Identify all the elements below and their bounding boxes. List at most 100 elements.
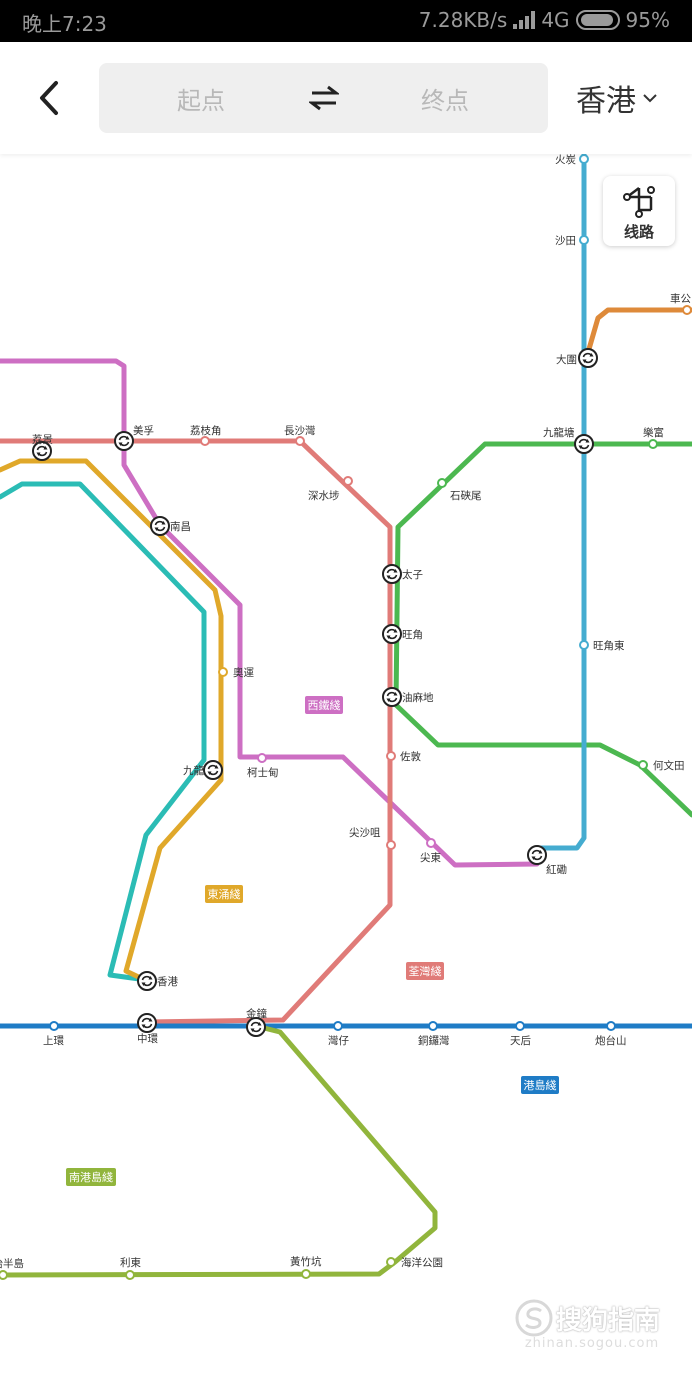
line-east-rail[interactable]	[534, 154, 587, 858]
station-sha-tin[interactable]	[579, 235, 589, 245]
station-kowloon[interactable]	[203, 760, 223, 780]
watermark-brand: 搜狗指南	[556, 1306, 661, 1336]
station-wong-chuk-hang[interactable]	[301, 1269, 311, 1279]
station-mong-kok-east[interactable]	[579, 640, 589, 650]
station-cheung-sha-wan[interactable]	[295, 436, 305, 446]
battery-level: 95%	[625, 8, 670, 32]
city-selector[interactable]: 香港	[576, 76, 658, 120]
label-nam-cheong: 南昌	[170, 520, 191, 533]
lines-button[interactable]: 线路	[603, 176, 675, 246]
status-right: 7.28KB/s 4G 95%	[419, 8, 670, 32]
line-label-tsuen-wan: 荃灣綫	[409, 964, 442, 978]
label-sha-tin: 沙田	[555, 235, 576, 247]
label-hung-hom: 紅磡	[546, 863, 567, 876]
line-label-tung-chung: 東涌綫	[208, 888, 241, 901]
label-central: 中環	[137, 1032, 158, 1045]
station-mong-kok[interactable]	[382, 624, 402, 644]
station-lei-tung[interactable]	[125, 1270, 135, 1280]
station-sham-shui-po[interactable]	[343, 476, 353, 486]
label-mei-foo: 美孚	[133, 424, 154, 437]
station-tai-wai[interactable]	[578, 348, 598, 368]
label-lok-fu: 樂富	[643, 426, 664, 439]
station-hung-hom[interactable]	[527, 845, 547, 865]
station-hong-kong[interactable]	[137, 971, 157, 991]
station-ho-man-tin[interactable]	[638, 760, 648, 770]
label-fortress-hill: 炮台山	[595, 1034, 627, 1047]
line-tung-chung[interactable]	[0, 458, 224, 984]
sogou-logo-icon	[515, 1299, 553, 1337]
label-lai-chi-kok: 荔枝角	[190, 424, 222, 437]
label-admiralty: 金鐘	[246, 1007, 267, 1020]
station-lok-fu[interactable]	[648, 439, 658, 449]
label-wan-chai: 灣仔	[328, 1035, 349, 1047]
label-tin-hau: 天后	[510, 1035, 531, 1047]
line-west-rail[interactable]	[0, 358, 540, 868]
station-tin-hau[interactable]	[515, 1021, 525, 1031]
label-yau-ma-tei: 油麻地	[402, 691, 434, 704]
battery-icon	[575, 10, 620, 30]
station-ocean-park[interactable]	[386, 1257, 396, 1267]
station-wan-chai[interactable]	[333, 1021, 343, 1031]
label-kowloon: 九龍	[183, 764, 204, 777]
network-speed: 7.28KB/s	[418, 8, 508, 32]
line-tsuen-wan[interactable]	[0, 438, 393, 1025]
label-che-kung: 車公	[670, 292, 691, 305]
line-airport-express[interactable]	[0, 481, 207, 983]
label-mong-kok-east: 旺角東	[593, 639, 625, 652]
line-kwun-tong[interactable]	[393, 441, 692, 818]
label-jordan: 佐敦	[400, 750, 421, 763]
label-sheung-wan: 上環	[43, 1035, 64, 1047]
station-mei-foo[interactable]	[114, 431, 134, 451]
label-mong-kok: 旺角	[402, 629, 423, 641]
line-label-island: 港島綫	[524, 1078, 557, 1092]
station-lai-chi-kok[interactable]	[200, 436, 210, 446]
label-sham-shui-po: 深水埗	[308, 489, 340, 502]
station-fortress-hill[interactable]	[606, 1021, 616, 1031]
watermark: 搜狗指南 zhinan.sogou.com	[512, 1298, 672, 1358]
station-causeway-bay[interactable]	[428, 1021, 438, 1031]
label-lei-tung: 利東	[120, 1256, 141, 1269]
line-label-south-island: 南港島綫	[69, 1170, 113, 1184]
label-tai-wai: 大圍	[556, 353, 577, 366]
label-east-tsim-sha-tsui: 尖東	[420, 851, 441, 864]
status-bar: 晚上7:23 7.28KB/s 4G 95%	[0, 0, 692, 42]
station-shek-kip-mei[interactable]	[437, 478, 447, 488]
station-che-kung-temple[interactable]	[682, 305, 692, 315]
route-search-box: 起点 终点	[99, 63, 548, 133]
station-prince-edward[interactable]	[382, 564, 402, 584]
line-label-west-rail: 西鐵綫	[308, 698, 341, 712]
header: 起点 终点 香港	[0, 42, 692, 154]
station-jordan[interactable]	[386, 751, 396, 761]
line-ma-on-shan[interactable]	[584, 307, 692, 359]
station-central[interactable]	[137, 1013, 157, 1033]
station-admiralty[interactable]	[246, 1017, 266, 1037]
label-ocean-park: 海洋公園	[401, 1256, 443, 1269]
lines-button-label: 线路	[623, 223, 654, 241]
station-sheung-wan[interactable]	[49, 1021, 59, 1031]
station-kowloon-tong[interactable]	[574, 434, 594, 454]
label-kowloon-tong: 九龍塘	[543, 426, 575, 439]
station-yau-ma-tei[interactable]	[382, 687, 402, 707]
station-olympic[interactable]	[218, 667, 228, 677]
network-type: 4G	[541, 8, 570, 32]
station-austin[interactable]	[257, 753, 267, 763]
station-south-horizons[interactable]	[0, 1270, 8, 1280]
station-nam-cheong[interactable]	[150, 516, 170, 536]
label-causeway-bay: 銅鑼灣	[418, 1034, 450, 1047]
label-prince-edward: 太子	[402, 568, 423, 581]
start-input[interactable]: 起点	[177, 87, 225, 115]
swap-icon[interactable]	[309, 84, 339, 112]
station-east-tsim-sha-tsui[interactable]	[426, 838, 436, 848]
label-wong-chuk-hang: 黃竹坑	[290, 1255, 322, 1268]
label-fo-tan: 火炭	[555, 154, 576, 166]
metro-map[interactable]: 西鐵綫 東涌綫 荃灣綫 港島綫 南港島綫	[0, 154, 692, 1384]
back-icon[interactable]	[30, 78, 70, 118]
end-input[interactable]: 终点	[421, 87, 469, 115]
chevron-down-icon	[643, 94, 657, 103]
label-austin: 柯士甸	[247, 766, 279, 779]
label-ho-man-tin: 何文田	[653, 759, 685, 772]
station-fo-tan[interactable]	[579, 154, 589, 164]
line-south-island[interactable]	[0, 1023, 438, 1278]
watermark-url: zhinan.sogou.com	[524, 1336, 660, 1351]
station-tsim-sha-tsui[interactable]	[386, 840, 396, 850]
